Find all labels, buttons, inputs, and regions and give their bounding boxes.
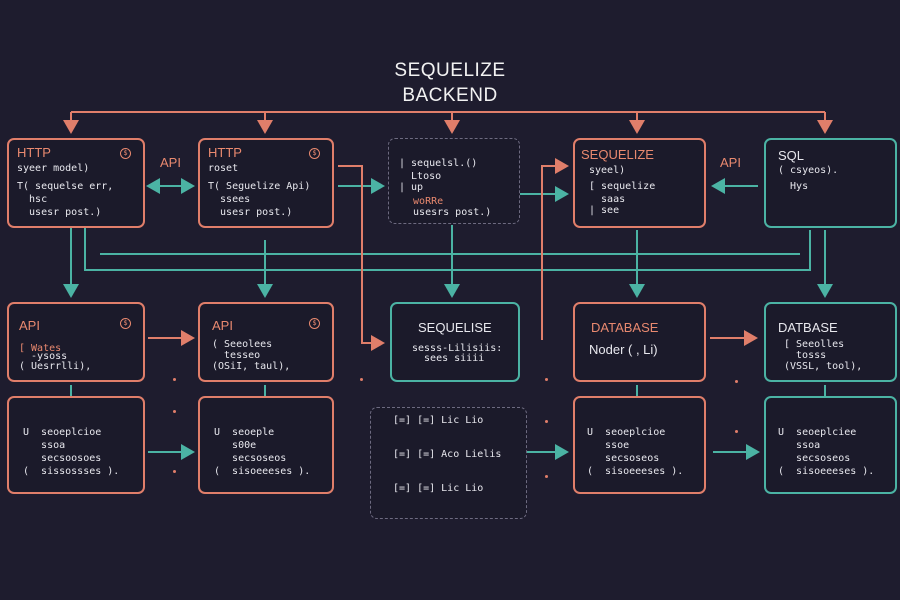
node-model-list[interactable]: [=] [=] Lic Lio [=] [=] Aco Lielis [=] [… (370, 407, 527, 519)
node-header: HTTP (208, 145, 242, 160)
decor-dot (360, 378, 363, 381)
node-code-line: usesr post.) (208, 207, 293, 218)
node-code-line: [ Seeolles (784, 339, 845, 350)
node-code-line: | sequelsl.() (399, 158, 478, 169)
node-sql[interactable]: SQL ( csyeos). Hys (764, 138, 897, 228)
node-code-line: U seoeplcioe (23, 427, 102, 438)
node-code-line: ssoe (587, 440, 630, 451)
node-code-line: Hys (778, 181, 809, 192)
node-query-sql[interactable]: U seoeplciee ssoa secsoseos ( sisoeeeses… (764, 396, 897, 494)
node-code-line: saas (589, 194, 626, 205)
node-code-line: roset (208, 163, 239, 174)
diagram-title-line2: BACKEND (402, 85, 498, 106)
node-code-line: | up (399, 182, 424, 193)
node-code-line: woRRe (401, 196, 444, 207)
node-header: SEQUELISE (418, 320, 492, 335)
node-code-line: Ltoso (399, 171, 442, 182)
node-code-line: ( Uesrrlli), (19, 361, 92, 372)
settings-icon: $ (309, 148, 320, 159)
node-code-line: [=] [=] Lic Lio (393, 483, 484, 494)
node-code-line: U seoeplciee (778, 427, 857, 438)
node-header: API (19, 318, 40, 333)
node-code-line: ( csyeos). (778, 165, 839, 176)
node-code-line: [ Wates (19, 343, 62, 354)
decor-dot (735, 430, 738, 433)
decor-dot (545, 378, 548, 381)
node-code-line: tesseo (212, 350, 261, 361)
node-code-line: U seoeplcioe (587, 427, 666, 438)
node-code-line: secsoosoes (23, 453, 102, 464)
node-database[interactable]: DATABASE Noder ( , Li) (573, 302, 706, 382)
node-code-line: syeer model) (17, 163, 90, 174)
node-code-line: [=] [=] Lic Lio (393, 415, 484, 426)
node-header: HTTP (17, 145, 51, 160)
node-http-model[interactable]: HTTP $ syeer model) T( sequelse err, hsc… (7, 138, 145, 228)
settings-icon: $ (120, 148, 131, 159)
node-code-line: ssoa (778, 440, 821, 451)
node-code-line: usesr post.) (17, 207, 102, 218)
side-label-api-right: API (720, 155, 741, 170)
node-code-line: ssees (208, 194, 251, 205)
side-label-api-left: API (160, 155, 181, 170)
node-code-line: ( sisoeeeses ). (214, 466, 311, 477)
node-code-line: T( Seguelize Api) (208, 181, 311, 192)
node-api-center[interactable]: API $ ( Seeolees tesseo (OSiI, taul), (198, 302, 334, 382)
diagram-title-line1: SEQUELIZE (394, 60, 506, 81)
node-code-line: (VSSL, tool), (784, 361, 863, 372)
node-code-line: s00e (214, 440, 257, 451)
node-code-line: secsoseos (778, 453, 851, 464)
node-code-line: secsoseos (587, 453, 660, 464)
node-code-line: [=] [=] Aco Lielis (393, 449, 502, 460)
node-header: SQL (778, 148, 805, 163)
decor-dot (173, 470, 176, 473)
node-code-line: ( Seeolees (212, 339, 273, 350)
node-code-line: | see (589, 205, 620, 216)
node-code-line: T( sequelse err, (17, 181, 114, 192)
node-query-center[interactable]: U seoeple s00e secsoseos ( sisoeeeses ). (198, 396, 334, 494)
node-code-line: ( sisoeeeses ). (587, 466, 684, 477)
settings-icon: $ (120, 318, 131, 329)
node-code-line: ( sissossses ). (23, 466, 120, 477)
node-query-db[interactable]: U seoeplcioe ssoe secsoseos ( sisoeeeses… (573, 396, 706, 494)
node-code-line: ( sisoeeeses ). (778, 466, 875, 477)
node-sequelise[interactable]: SEQUELISE sesss-Lilisiis: sees siiii (390, 302, 520, 382)
top-bus (63, 111, 833, 134)
node-datbase[interactable]: DATBASE [ Seeolles tosss (VSSL, tool), (764, 302, 897, 382)
teal-connectors (63, 178, 833, 460)
node-query-left[interactable]: U seoeplcioe ssoa secsoosoes ( sissossse… (7, 396, 145, 494)
decor-dot (735, 380, 738, 383)
node-sequelize[interactable]: SEQUELIZE syeel) [ sequelize saas | see (573, 138, 706, 228)
node-body-text: Noder ( , Li) (589, 342, 658, 357)
settings-icon: $ (309, 318, 320, 329)
node-code-line: ssoa (23, 440, 66, 451)
decor-dot (545, 420, 548, 423)
node-header: DATBASE (778, 320, 838, 335)
node-code-line: -ysoss (19, 351, 68, 362)
node-code-line: sesss-Lilisiis: (412, 343, 503, 354)
node-code-line: [ sequelize (589, 181, 656, 192)
orange-connectors (148, 158, 758, 351)
node-code-line: sees siiii (412, 353, 485, 364)
node-header: DATABASE (591, 320, 659, 335)
node-code-line: U seoeple (214, 427, 275, 438)
node-code-line: secsoseos (214, 453, 287, 464)
node-code-line: (OSiI, taul), (212, 361, 291, 372)
node-code-line: tosss (784, 350, 827, 361)
node-header: SEQUELIZE (581, 147, 654, 162)
node-code-line: usesrs post.) (401, 207, 492, 218)
node-http-route[interactable]: HTTP $ roset T( Seguelize Api) ssees use… (198, 138, 334, 228)
node-sequelize-snippet[interactable]: | sequelsl.() Ltoso | up woRRe usesrs po… (388, 138, 520, 224)
decor-dot (173, 410, 176, 413)
node-code-line: hsc (17, 194, 48, 205)
decor-dot (173, 378, 176, 381)
node-code-line: syeel) (589, 165, 626, 176)
decor-dot (545, 475, 548, 478)
node-header: API (212, 318, 233, 333)
node-api-left[interactable]: API $ [ Wates -ysoss ( Uesrrlli), (7, 302, 145, 382)
